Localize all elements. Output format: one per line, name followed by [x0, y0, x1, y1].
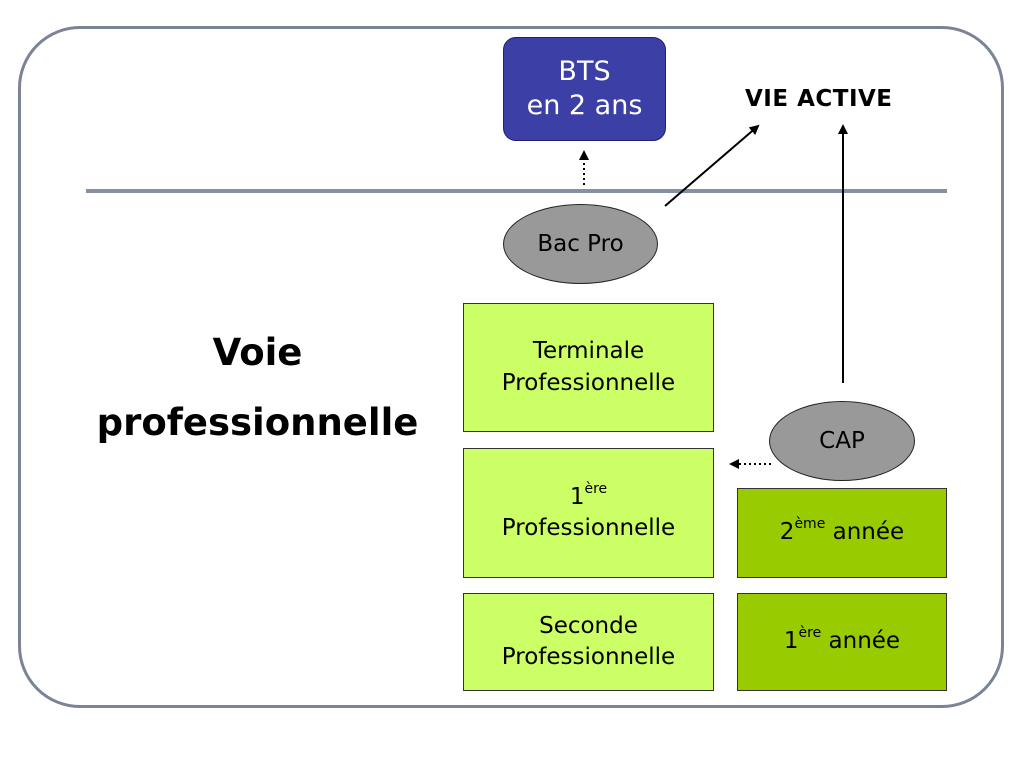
title-line1: Voie — [212, 331, 303, 374]
bts-line2: en 2 ans — [526, 90, 643, 121]
vie-active-label: VIE ACTIVE — [745, 86, 893, 112]
seconde-line1: Seconde — [539, 612, 638, 639]
cap-year2-label: 2ème année — [779, 516, 905, 548]
bac-pro-ellipse: Bac Pro — [503, 204, 658, 284]
terminale-line1: Terminale — [532, 338, 645, 365]
premiere-num: 1 — [569, 483, 585, 510]
cap-ellipse: CAP — [769, 401, 915, 481]
cap-year1-sup: ère — [798, 625, 822, 642]
cap-year1-box: 1ère année — [737, 593, 947, 691]
seconde-line2: Professionnelle — [501, 644, 676, 670]
bts-line1: BTS — [558, 56, 611, 88]
cap-label: CAP — [819, 428, 865, 454]
terminale-line2: Professionnelle — [501, 369, 676, 396]
title-line2: professionnelle — [96, 401, 419, 444]
premiere-line1: 1ère — [569, 480, 608, 513]
arrow-bacpro-to-vie-active — [664, 124, 760, 207]
cap-year2-word: année — [825, 519, 905, 546]
divider-line — [86, 189, 947, 193]
terminale-box: Terminale Professionnelle — [463, 303, 714, 432]
premiere-line2: Professionnelle — [501, 515, 676, 541]
cap-year2-box: 2ème année — [737, 488, 947, 578]
seconde-box: Seconde Professionnelle — [463, 593, 714, 691]
premiere-sup: ère — [584, 480, 608, 497]
premiere-box: 1ère Professionnelle — [463, 448, 714, 578]
cap-year2-sup: ème — [794, 516, 826, 533]
cap-year2-num: 2 — [779, 519, 795, 546]
slide-frame — [18, 26, 1004, 708]
cap-year1-word: année — [821, 628, 901, 655]
page-title: Voie professionnelle — [90, 318, 425, 458]
bac-pro-label: Bac Pro — [537, 231, 624, 257]
cap-year1-num: 1 — [783, 628, 799, 655]
bts-box: BTS en 2 ans — [503, 37, 666, 141]
cap-year1-label: 1ère année — [783, 625, 901, 657]
